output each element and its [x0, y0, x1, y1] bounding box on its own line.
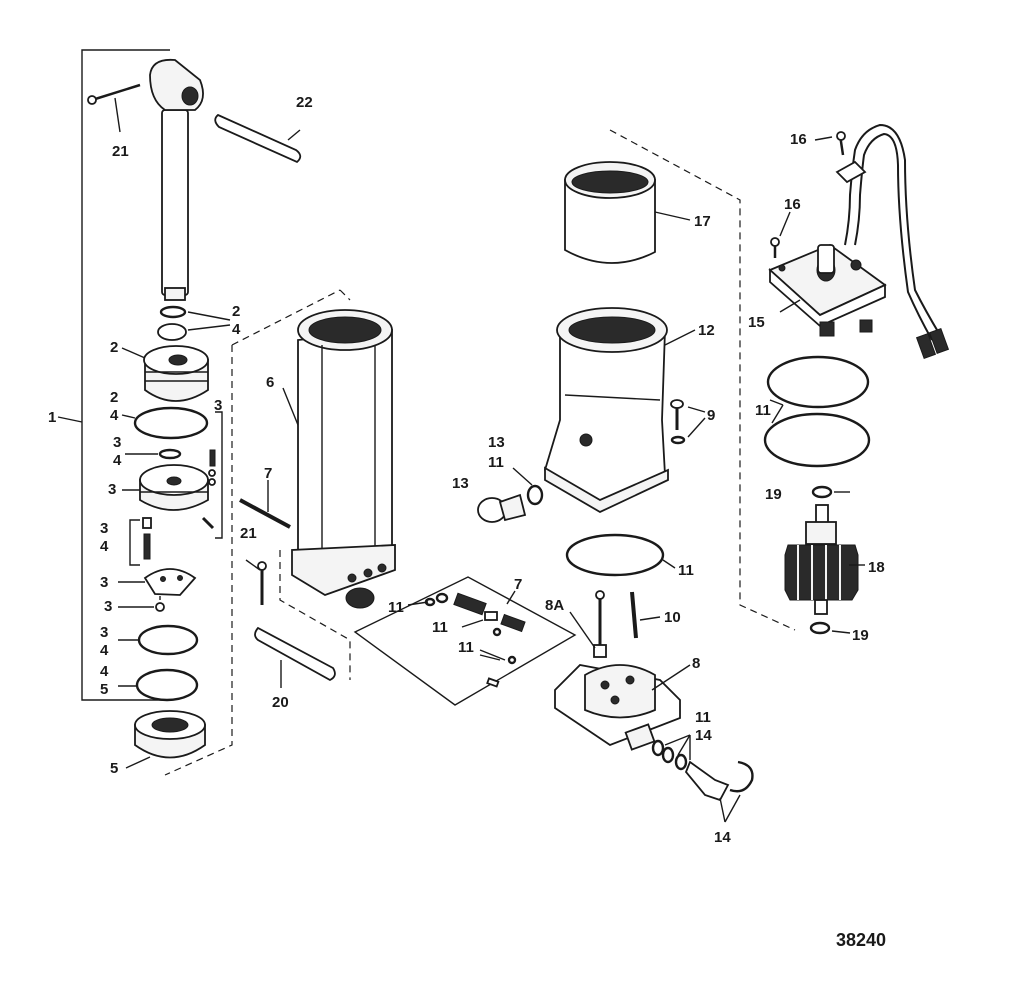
- screw-8a: [569, 590, 607, 658]
- callout-6: 6: [266, 374, 274, 391]
- callout-2-ring: 2: [110, 389, 118, 406]
- seal-5: [134, 710, 206, 759]
- callout-19-bottom: 19: [852, 627, 869, 644]
- callout-20: 20: [272, 694, 289, 711]
- valve-parts-bracket: [201, 411, 223, 539]
- callout-16-side: 16: [784, 196, 801, 213]
- callout-11-motor: 11: [678, 562, 694, 579]
- callout-13-top: 13: [488, 434, 505, 451]
- dashed-box-left: [164, 289, 341, 776]
- callout-5-ring: 5: [100, 681, 108, 698]
- callout-8: 8: [692, 655, 700, 672]
- valve-kit-panel: [353, 576, 577, 706]
- pin-22: [214, 113, 302, 164]
- piston-rod: [149, 58, 204, 301]
- callout-2-cap: 2: [110, 339, 118, 356]
- callout-4-ring: 4: [110, 407, 119, 424]
- washer-19-bottom: [809, 621, 831, 635]
- callout-9: 9: [707, 407, 715, 424]
- screw-21-lower: [257, 561, 267, 605]
- callout-8a: 8A: [545, 597, 564, 614]
- callout-21-top: 21: [112, 143, 129, 160]
- assembly-bracket-1: [57, 49, 170, 701]
- callout-1: 1: [48, 409, 56, 426]
- o-ring-small: [158, 448, 182, 460]
- callout-4-ring-a: 4: [100, 642, 109, 659]
- o-rings-2-4: [157, 305, 231, 341]
- screw-21-top: [87, 83, 141, 133]
- screw-3: [155, 596, 165, 612]
- callout-22: 22: [296, 94, 313, 111]
- callout-17: 17: [694, 213, 711, 230]
- wire-harness: [835, 123, 950, 360]
- callout-3-ring-a: 3: [100, 624, 108, 641]
- screw-16-top: [814, 131, 846, 156]
- callout-11-right: 11: [755, 402, 771, 419]
- callout-5-seal: 5: [110, 760, 118, 777]
- callout-12: 12: [698, 322, 715, 339]
- callout-21-lower: 21: [240, 525, 257, 542]
- callout-11-fitting: 11: [695, 709, 711, 726]
- cylinder-body-6: [291, 309, 396, 609]
- screw-9: [670, 399, 706, 445]
- sleeve-17: [564, 161, 691, 264]
- callout-4-ring-b: 4: [100, 663, 109, 680]
- o-ring-large-1: [133, 406, 209, 440]
- callout-4-valve: 4: [100, 538, 109, 555]
- fill-plug-13: [477, 467, 544, 523]
- callout-14-fitting: 14: [695, 727, 712, 744]
- callout-3-small-ring: 3: [113, 434, 121, 451]
- callout-7-kit: 7: [514, 576, 522, 593]
- callout-10: 10: [664, 609, 681, 626]
- leader-lines-left: [118, 347, 865, 769]
- figure-number: 38240: [836, 930, 887, 950]
- pin-20: [254, 626, 336, 688]
- callout-18: 18: [868, 559, 885, 576]
- callout-3-piston: 3: [108, 481, 116, 498]
- callout-15: 15: [748, 314, 765, 331]
- callout-labels: 1 21 22 2 4 2 2 4 3 3 4 3 3 4 3 3 3 4 4 …: [48, 94, 885, 846]
- washer-19-top: [811, 485, 833, 499]
- callout-11-kit-b: 11: [432, 619, 448, 636]
- o-ring-11-right-1: [766, 355, 870, 409]
- callout-11-plug: 11: [488, 454, 504, 471]
- callout-14-bottom: 14: [714, 829, 731, 846]
- callout-7-bolt: 7: [264, 465, 272, 482]
- callout-3-plate: 3: [100, 574, 108, 591]
- armature-18: [784, 504, 859, 615]
- callout-3-screw: 3: [104, 598, 112, 615]
- callout-2-rod: 2: [232, 303, 240, 320]
- callout-11-kit-c: 11: [458, 639, 474, 656]
- piston: [139, 464, 209, 511]
- o-ring-large-3: [135, 668, 199, 702]
- callout-19-top: 19: [765, 486, 782, 503]
- fitting-14: [651, 734, 754, 823]
- dashed-box-right: [609, 129, 796, 631]
- o-ring-11-motor: [565, 533, 665, 577]
- pin-10: [630, 591, 661, 639]
- motor-frame-12: [543, 307, 696, 514]
- valve-parts-left: [129, 517, 152, 566]
- callout-4-small-ring: 4: [113, 452, 122, 469]
- callout-4-rod: 4: [232, 321, 241, 338]
- o-ring-11-right-2: [763, 412, 871, 468]
- screw-16-side: [770, 211, 791, 258]
- o-ring-large-2: [137, 624, 199, 656]
- callout-13-plug: 13: [452, 475, 469, 492]
- pump-base-8: [554, 664, 691, 751]
- callout-11-kit-a: 11: [388, 599, 404, 616]
- end-cap-15: [768, 243, 887, 337]
- dashed-box-center: [279, 289, 351, 680]
- cylinder-cap: [143, 345, 209, 402]
- callout-16-top: 16: [790, 131, 807, 148]
- valve-plate: [143, 568, 197, 596]
- callout-3-valve: 3: [100, 520, 108, 537]
- bolt-7: [239, 480, 291, 529]
- callout-3-bracket: 3: [214, 397, 222, 414]
